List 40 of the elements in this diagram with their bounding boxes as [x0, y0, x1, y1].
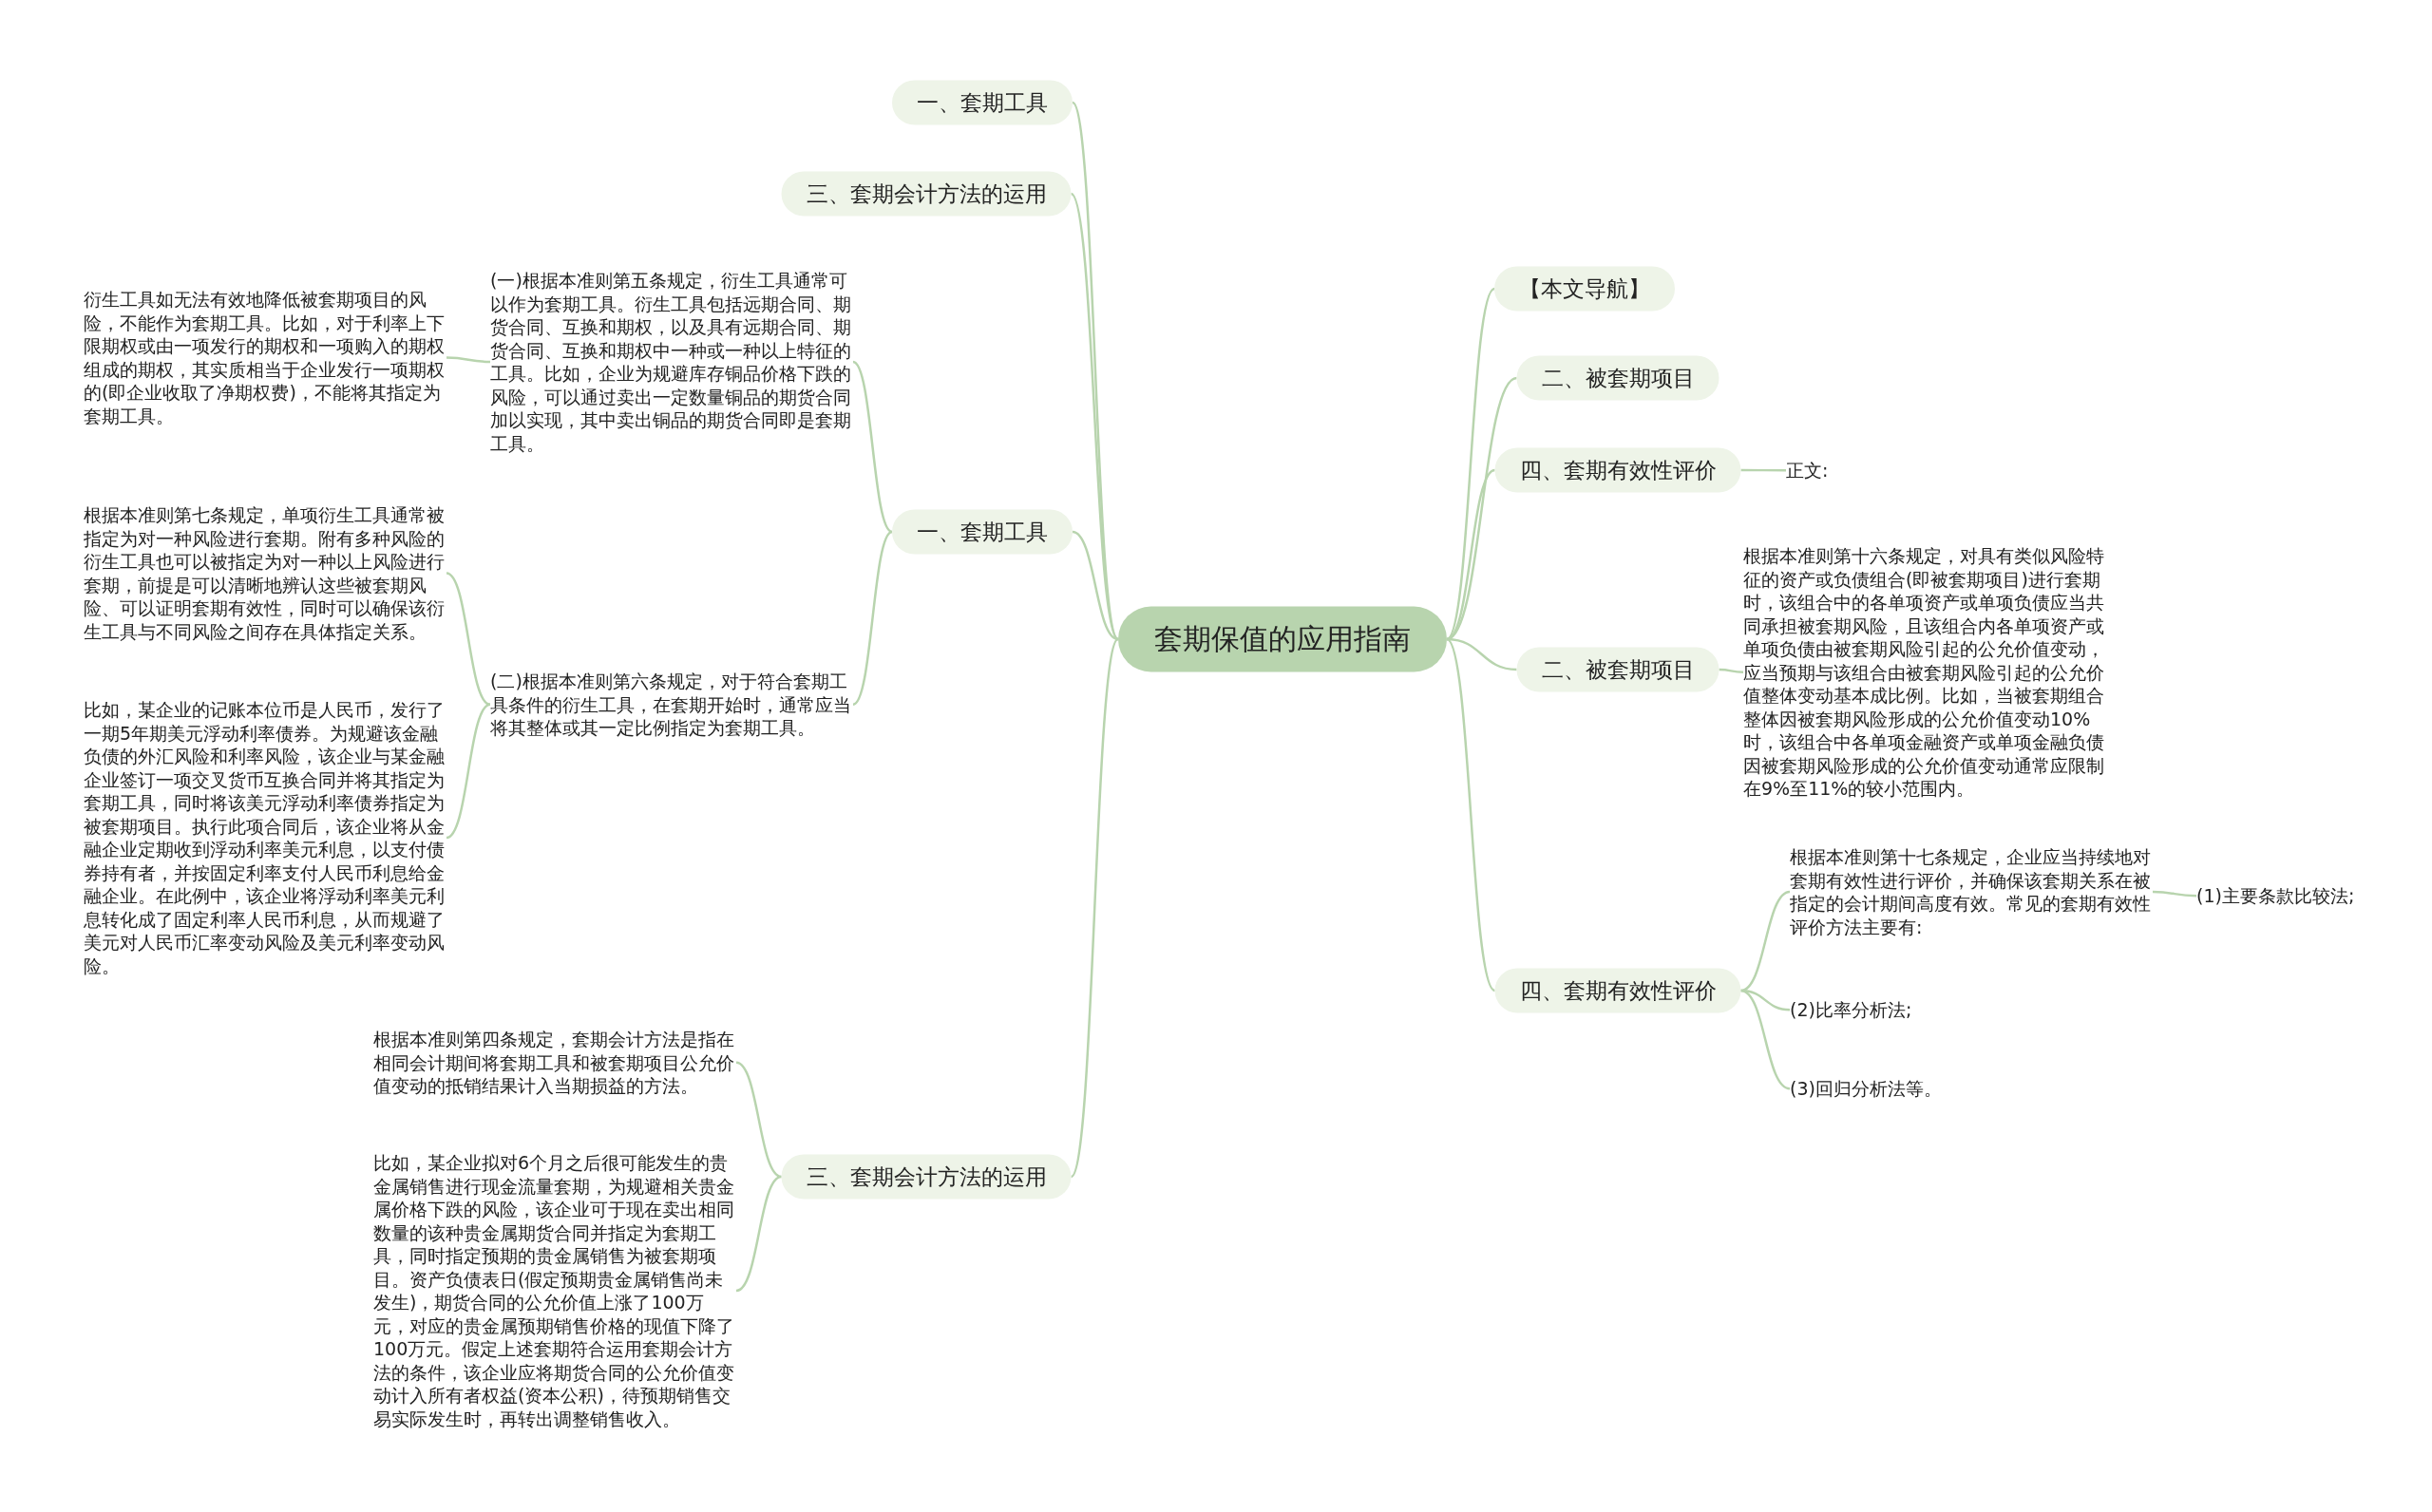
connector-line	[1070, 193, 1120, 640]
connector-line	[446, 356, 491, 364]
connector-line	[1740, 989, 1791, 1090]
note-text: 衍生工具如无法有效地降低被套期项目的风险，不能作为套期工具。比如，对于利率上下限期权或由一项发行的期权和一项购入的期权组成的期权，其实质相当于企业发行一项期权的(即企业收取了净期权费)，不能将其指定为套期工具。	[84, 288, 446, 427]
connector-line	[1446, 288, 1495, 640]
note-text: 根据本准则第十六条规定，对具有类似风险特征的资产或负债组合(即被套期项目)进行套期时，该组合中的各单项资产或单项负债应当共同承担被套期风险，且该组合内各单项资产或单项负债由被套期风险引起的公允价值变动，应当预期与该组合由被套期风险引起的公允价值整体变动基本成比例。比如，当被套期组合整体因被套期风险形成的公允价值变动10%时，该组合中各单项金融资产或单项金融负债因被套期风险形成的公允价值变动通常应限制在9%至11%的较小范围内。	[1743, 544, 2110, 801]
note-text: 正文:	[1786, 459, 1829, 482]
branch-topic: 三、套期会计方法的运用	[781, 1154, 1072, 1200]
branch-topic: 二、被套期项目	[1516, 355, 1720, 401]
branch-topic: 二、被套期项目	[1516, 647, 1720, 692]
note-text: (2)比率分析法;	[1790, 998, 1912, 1022]
note-text: 根据本准则第十七条规定，企业应当持续地对套期有效性进行评价，并确保该套期关系在被指定的会计期间高度有效。常见的套期有效性评价方法主要有:	[1790, 845, 2153, 938]
connector-line	[2152, 890, 2197, 898]
note-text: (3)回归分析法等。	[1790, 1077, 1942, 1101]
branch-topic: 四、套期有效性评价	[1494, 447, 1741, 493]
note-text: 比如，某企业拟对6个月之后很可能发生的贵金属销售进行现金流量套期，为规避相关贵金属价格下跌的风险，该企业可于现在卖出相同数量的该种贵金属期货合同并指定为套期工具，同时指定预期的贵金属销售为被套期项目。资产负债表日(假定预期贵金属销售尚未发生)，期货合同的公允价值上涨了100万元，对应的贵金属预期销售价格的现值下降了100万元。假定上述套期符合运用套期会计方法的条件，该企业应将期货合同的公允价值变动计入所有者权益(资本公积)，待预期销售交易实际发生时，再转出调整销售收入。	[373, 1151, 736, 1430]
connector-line	[735, 1061, 782, 1179]
branch-topic: 一、套期工具	[892, 509, 1073, 555]
branch-topic: 三、套期会计方法的运用	[781, 171, 1072, 217]
connector-line	[852, 531, 893, 706]
branch-topic: 一、套期工具	[892, 80, 1073, 125]
connector-line	[1719, 668, 1744, 673]
note-text: (1)主要条款比较法;	[2196, 884, 2355, 908]
connector-line	[852, 361, 893, 533]
branch-topic: 【本文导航】	[1494, 266, 1675, 312]
note-text: (一)根据本准则第五条规定，衍生工具通常可以作为套期工具。衍生工具包括远期合同、期货合同、互换和期权，以及具有远期合同、期货合同、互换和期权中一种或一种以上特征的工具。比如，企业为规避库存铜品价格下跌的风险，可以通过卖出一定数量铜品的期货合同加以实现，其中卖出铜品的期货合同即是套期工具。	[490, 269, 853, 455]
connector-line	[1446, 638, 1496, 992]
connector-line	[735, 1175, 782, 1293]
connector-line	[1072, 530, 1119, 641]
note-text: (二)根据本准则第六条规定，对于符合套期工具条件的衍生工具，在套期开始时，通常应当将其整体或其一定比例指定为套期工具。	[490, 670, 853, 740]
branch-topic: 四、套期有效性评价	[1494, 968, 1741, 1013]
central-topic: 套期保值的应用指南	[1118, 606, 1447, 672]
connector-line	[1740, 890, 1791, 992]
note-text: 根据本准则第四条规定，套期会计方法是指在相同会计期间将套期工具和被套期项目公允价值变动的抵销结果计入当期损益的方法。	[373, 1028, 736, 1098]
connector-line	[1070, 638, 1120, 1178]
connector-line	[1740, 468, 1786, 472]
connector-line	[446, 572, 491, 706]
connector-line	[446, 703, 491, 840]
note-text: 比如，某企业的记账本位币是人民币，发行了一期5年期美元浮动利率债券。为规避该金融负债的外汇风险和利率风险，该企业与某金融企业签订一项交叉货币互换合同并将其指定为套期工具，同时将该美元浮动利率债券指定为被套期项目。执行此项合同后，该企业将从金融企业定期收到浮动利率美元利息，以支付债券持有者，并按固定利率支付人民币利息给金融企业。在此例中，该企业将浮动利率美元利息转化成了固定利率人民币利息，从而规避了美元对人民币汇率变动风险及美元利率变动风险。	[84, 698, 446, 977]
note-text: 根据本准则第七条规定，单项衍生工具通常被指定为对一种风险进行套期。附有多种风险的衍生工具也可以被指定为对一种以上风险进行套期，前提是可以清晰地辨认这些被套期风险、可以证明套期有效性，同时可以确保该衍生工具与不同风险之间存在具体指定关系。	[84, 503, 446, 643]
